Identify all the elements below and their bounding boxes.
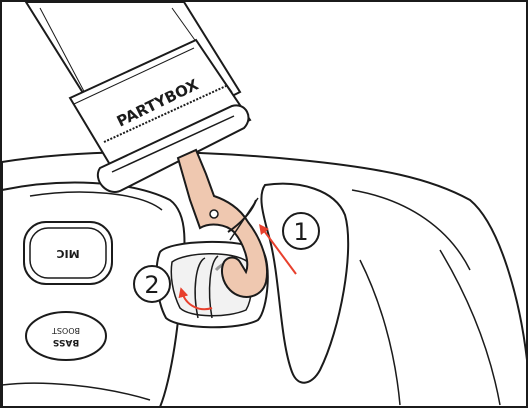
mic-label: MIC [56,247,79,260]
step-2-number: 2 [144,271,159,299]
bass-boost-button: BASS BOOST [26,312,106,360]
step-1-number: 1 [293,218,308,246]
bass-label: BASS [53,337,79,347]
boost-label: BOOST [52,326,80,335]
mic-button: MIC [24,222,112,284]
